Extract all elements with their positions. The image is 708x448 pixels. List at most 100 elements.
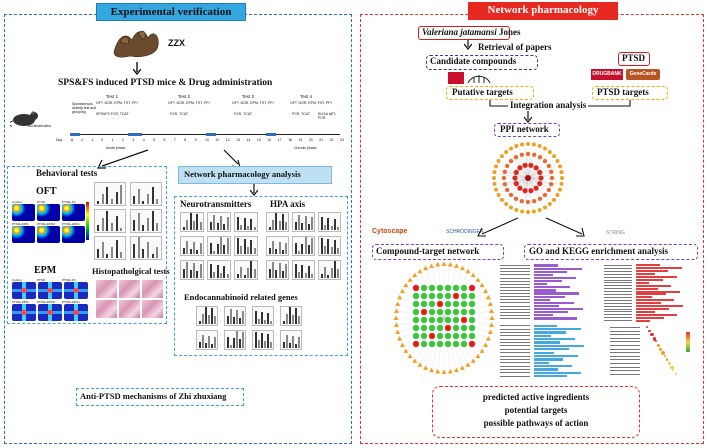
mini-bar: [324, 246, 327, 254]
mini-bar: [243, 275, 246, 278]
mini-bar: [243, 218, 246, 230]
mini-bar: [186, 262, 189, 278]
term-label: [500, 308, 530, 310]
enrichment-bar: [635, 307, 670, 310]
test-4-items: OFT, NOR, EPM, FST, PPI: [290, 101, 332, 105]
mini-bar: [269, 269, 271, 278]
enrichment-bar: [534, 298, 550, 301]
kegg-bubble: [672, 369, 675, 372]
compound-node: [417, 268, 423, 274]
mini-bar: [278, 263, 281, 278]
mini-chart: [94, 182, 126, 206]
enrichment-bar: [635, 264, 661, 267]
mini-bar: [133, 244, 135, 258]
mini-chart: [130, 182, 162, 206]
mini-bar: [223, 245, 226, 254]
mini-bar: [253, 248, 256, 254]
mini-bar: [272, 220, 275, 230]
term-label: [500, 280, 530, 282]
mini-bar: [120, 252, 123, 258]
mini-chart: [280, 306, 302, 326]
mini-bar: [115, 240, 118, 258]
target-node: [436, 284, 444, 292]
mini-bar: [327, 218, 330, 230]
mini-bar: [199, 222, 202, 230]
target-node: [428, 324, 436, 332]
enrichment-charts: [500, 262, 700, 380]
mini-bar: [239, 318, 241, 324]
mini-bar: [295, 344, 297, 348]
mini-bar: [186, 241, 189, 254]
mini-bar: [101, 242, 104, 258]
mini-bar: [220, 216, 222, 230]
mini-chart: [207, 260, 231, 280]
ct-edge: [443, 303, 491, 319]
mini-bar: [133, 196, 135, 204]
mini-bar: [324, 267, 327, 278]
mini-bar: [199, 342, 201, 348]
target-node: [444, 292, 452, 300]
term-label: [604, 299, 633, 301]
compound-node: [483, 342, 489, 347]
epm-heatmap: [12, 304, 36, 321]
target-node: [460, 292, 468, 300]
target-node: [420, 316, 428, 324]
result-item: possible pathways of action: [483, 418, 589, 428]
mini-bar: [298, 316, 300, 324]
oft-heatmap: [37, 204, 60, 221]
enrichment-bar: [534, 295, 565, 298]
ppi-node: [543, 205, 547, 210]
branch-arrows: [477, 217, 585, 237]
mini-bar: [324, 225, 327, 230]
term-label: [604, 302, 633, 304]
hpa-charts: [266, 212, 344, 284]
kegg-bubble: [668, 362, 672, 366]
result-item: predicted active ingredients: [482, 392, 590, 402]
enrichment-bar: [534, 338, 575, 341]
enrichment-bar: [534, 324, 558, 327]
compound-node: [453, 367, 459, 373]
mini-bar: [223, 224, 226, 230]
term-label: [500, 268, 530, 269]
heatmap-colorbar: [86, 202, 89, 240]
term-label: [604, 291, 633, 292]
mini-bar: [237, 274, 239, 278]
mini-bar: [233, 338, 235, 348]
ppi-node: [519, 152, 524, 158]
compound-node: [487, 329, 493, 334]
ppi-node: [492, 176, 496, 180]
mini-chart: [180, 260, 204, 280]
mini-chart: [196, 330, 218, 350]
ct-edge: [443, 310, 492, 319]
mini-bar: [120, 185, 123, 204]
ct-edge: [396, 310, 445, 319]
mini-bar: [147, 242, 149, 258]
mini-bar: [236, 310, 238, 324]
compound-node: [403, 282, 409, 288]
enrichment-bar: [534, 280, 562, 283]
mini-bar: [227, 316, 229, 324]
enrichment-bar: [534, 301, 574, 304]
mini-chart: [266, 260, 289, 280]
kegg-bubble: [657, 344, 660, 347]
mini-chart: [234, 236, 258, 256]
test-2-label: Test 2: [178, 94, 191, 99]
enrichment-bar: [534, 365, 573, 368]
arrow-icon: [97, 149, 149, 169]
mini-bar: [261, 333, 263, 348]
term-label: [500, 355, 530, 357]
compound-node: [435, 369, 441, 374]
integration-label: Integration analysis: [508, 100, 589, 110]
epm-heatmap: [64, 304, 88, 321]
ppi-node: [514, 144, 519, 149]
enrichment-bar: [635, 276, 677, 279]
ppi-node: [533, 185, 539, 191]
ct-edge: [443, 265, 457, 319]
mini-chart: [234, 260, 258, 280]
mini-bar: [240, 267, 243, 278]
mini-chart: [234, 212, 258, 232]
mini-chart: [252, 330, 274, 350]
kegg-bubble: [652, 336, 657, 341]
ppi-node: [502, 182, 508, 187]
